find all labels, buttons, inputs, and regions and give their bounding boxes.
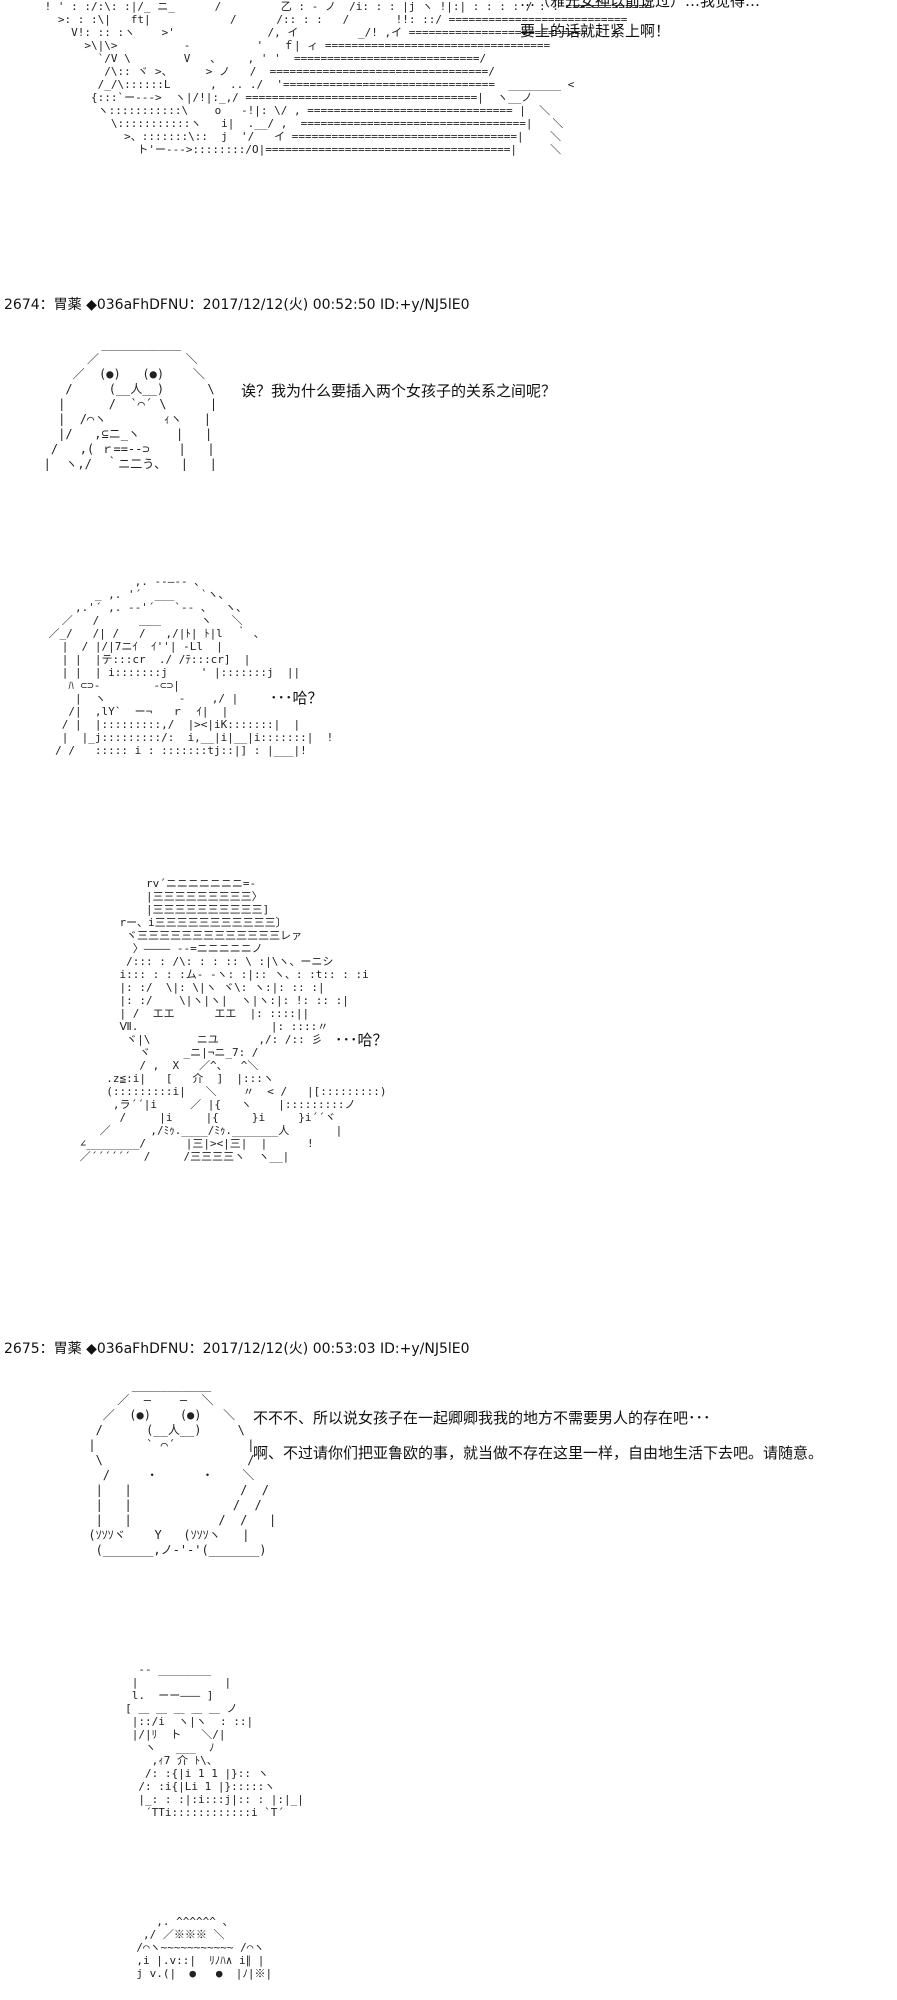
dialogue-2675-2: 啊、不过请你们把亚鲁欧的事，就当做不存在这里一样，自由地生活下去吧。请随意。 <box>253 1444 824 1462</box>
dialogue-top-2: 要上的话就赶紧上啊！ <box>520 22 671 40</box>
ascii-art-girl-2: rv´ニニニニニニニ=- |三三三三三三三三三〉 |三三三三三三三三三三] rー… <box>79 877 387 1163</box>
ascii-art-yaruo-1: ___________ ／ ＼ ／ (●) (●) ＼ / (__人__) \ … <box>43 337 218 471</box>
dialogue-2674-3: ･･･哈？ <box>335 1031 388 1049</box>
post-header: 2675：胃薬 ◆036aFhDFNU：2017/12/12(火) 00:53:… <box>4 1341 470 1357</box>
post-header: 2674：胃薬 ◆036aFhDFNU：2017/12/12(火) 00:52:… <box>4 297 470 313</box>
ascii-art-yaruo-2: ___________ ／ ― ― ＼ ／ (●) (●) ＼ / (__人__… <box>88 1378 277 1557</box>
ascii-art-girl-3: -- ________ | | l. ーー――― ] [ ＿ ＿ ＿ ＿ ＿ ノ… <box>125 1663 304 1819</box>
ascii-art-ship: ! ' : :/:\: :|/_ ニ_ / 乙 : - ノ /i: : : |j… <box>44 0 652 156</box>
dialogue-2674-2: ･･･哈？ <box>270 689 323 707</box>
dialogue-top-1: …（雅光女神以前说过）…我觉得… <box>520 0 761 10</box>
dialogue-2674-1: 诶？我为什么要插入两个女孩子的关系之间呢？ <box>241 382 557 400</box>
ascii-art-girl-4: ,. ^^^^^^ 、 ,/ ／※※※ ＼ /⌒ヽ~~~~~~~~~~~ /⌒ヽ… <box>136 1915 273 1980</box>
dialogue-2675-1: 不不不、所以说女孩子在一起卿卿我我的地方不需要男人的存在吧･･･ <box>253 1409 711 1427</box>
ascii-art-girl-1: ,. -‐―‐- 、 _ ,. '´ ___ `ヽ、 ,.'´ ,. -‐'´ … <box>48 575 334 757</box>
